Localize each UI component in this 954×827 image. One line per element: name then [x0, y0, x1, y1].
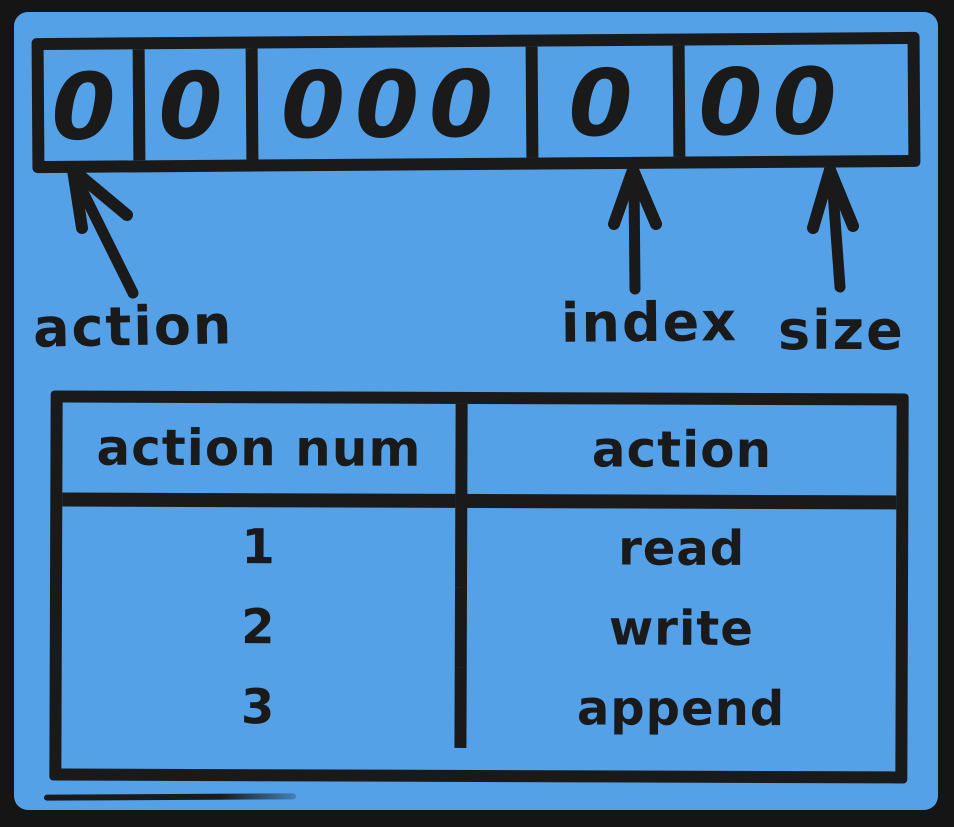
strip-cell-2: 0 — [132, 48, 247, 161]
strip-cell-action: 0 — [44, 49, 134, 161]
strip-cell-2-value: 0 — [158, 52, 233, 160]
table-header-action: action — [455, 403, 897, 510]
byte-strip: 0 0 000 0 00 — [31, 31, 921, 174]
sketch-stroke — [43, 793, 297, 801]
strip-cell-3: 000 — [245, 46, 527, 160]
blue-panel: 0 0 000 0 00 — [14, 12, 938, 810]
strip-cell-3-value: 000 — [280, 50, 504, 159]
index-label: index — [560, 290, 739, 355]
action-table: action num action 1 read 2 write 3 appen… — [49, 390, 909, 784]
strip-cell-index-value: 0 — [568, 49, 643, 157]
table-cell-num-2: 2 — [241, 599, 276, 656]
size-arrow-icon — [807, 164, 859, 293]
strip-cell-action-value: 0 — [51, 52, 126, 161]
table-cell-num-3: 3 — [240, 679, 276, 736]
strip-cell-size-value: 00 — [698, 47, 847, 156]
action-label: action — [32, 293, 234, 360]
table-cell-action-read: read — [454, 507, 897, 590]
action-arrow-icon — [67, 164, 139, 299]
table-cell-action-write: write — [454, 587, 896, 670]
strip-cell-size: 00 — [672, 44, 861, 157]
table-header-action-num: action num — [62, 402, 456, 508]
index-arrow-icon — [608, 164, 662, 295]
table-cell-action-append: append — [454, 667, 896, 750]
table-cell-num-1: 1 — [241, 519, 276, 576]
size-label: size — [778, 299, 905, 362]
strip-cell-index: 0 — [525, 45, 674, 158]
